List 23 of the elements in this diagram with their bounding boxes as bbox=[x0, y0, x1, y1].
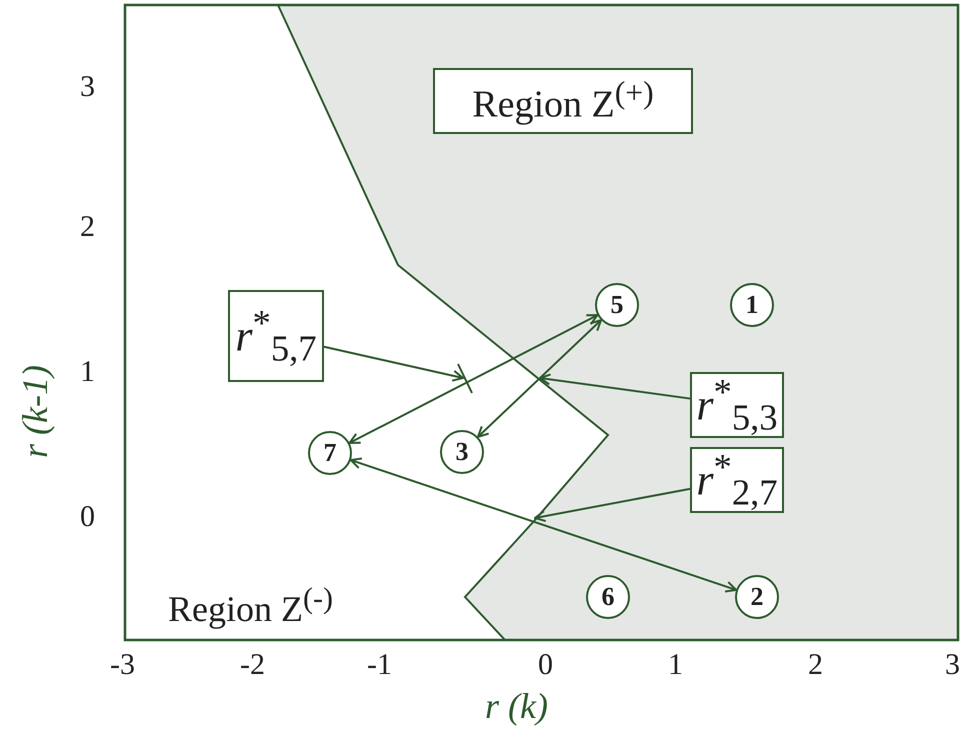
axis-title: r (k) bbox=[485, 685, 548, 727]
axis-tick-label: -1 bbox=[367, 648, 392, 682]
axis-tick-label: -3 bbox=[110, 648, 135, 682]
numbered-circle: 3 bbox=[440, 430, 484, 474]
axis-tick-label: 1 bbox=[668, 648, 683, 682]
axis-tick-label: -2 bbox=[240, 648, 265, 682]
leader-arrow bbox=[534, 488, 690, 522]
axis-title: r (k-1) bbox=[14, 365, 56, 458]
label-box: Region Z$^{(+)}$ bbox=[433, 68, 693, 134]
axis-tick-label: 0 bbox=[538, 648, 553, 682]
arrow bbox=[348, 314, 598, 444]
axis-tick-label: 2 bbox=[808, 648, 823, 682]
arrow bbox=[350, 458, 738, 592]
axis-tick-label: 3 bbox=[945, 648, 960, 682]
axis-tick-label: 2 bbox=[80, 210, 95, 244]
axis-tick-label: 3 bbox=[80, 70, 95, 104]
leader-arrow bbox=[539, 373, 690, 400]
axis-tick-label: 1 bbox=[80, 355, 95, 389]
region-label: Region Z$^{(-)}$ bbox=[168, 582, 333, 630]
leader-arrow bbox=[324, 346, 464, 382]
numbered-circle: 7 bbox=[308, 431, 352, 475]
axis-tick-label: 0 bbox=[80, 500, 95, 534]
arrow bbox=[476, 319, 602, 438]
